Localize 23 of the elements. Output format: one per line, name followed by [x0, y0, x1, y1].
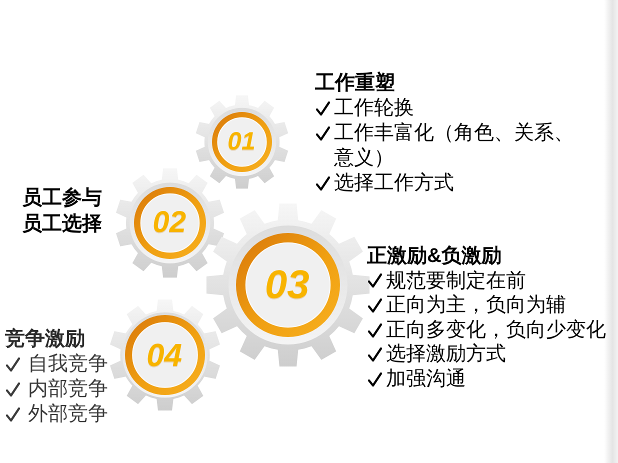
list-item: 正向为主，负向为辅 [386, 293, 566, 318]
list-item: 正向多变化，负向少变化 [386, 318, 606, 342]
step-number: 03 [264, 265, 310, 305]
step-number: 01 [228, 130, 256, 154]
list-item: 内部竞争 [28, 377, 108, 402]
list-item: 自我竞争 [28, 352, 108, 377]
section-heading: 员工选择 [22, 212, 102, 237]
step-number: 02 [152, 208, 186, 238]
list-item: 加强沟通 [386, 366, 466, 392]
section-heading: 工作重塑 [315, 71, 395, 96]
gear [109, 299, 221, 411]
section-heading: 员工参与 [22, 186, 102, 211]
list-item: 规范要制定在前 [386, 268, 526, 294]
gear [115, 168, 225, 278]
list-item: 选择工作方式 [334, 171, 454, 196]
gear [195, 95, 289, 189]
list-item: 工作轮换 [334, 96, 414, 121]
list-item: 工作丰富化（角色、关系、意义） [334, 121, 575, 171]
list-item: 外部竞争 [28, 402, 108, 427]
section-heading: 竞争激励 [5, 327, 85, 352]
list-item: 选择激励方式 [386, 342, 506, 367]
step-number: 04 [146, 339, 182, 371]
section-heading: 正激励&负激励 [367, 244, 502, 269]
